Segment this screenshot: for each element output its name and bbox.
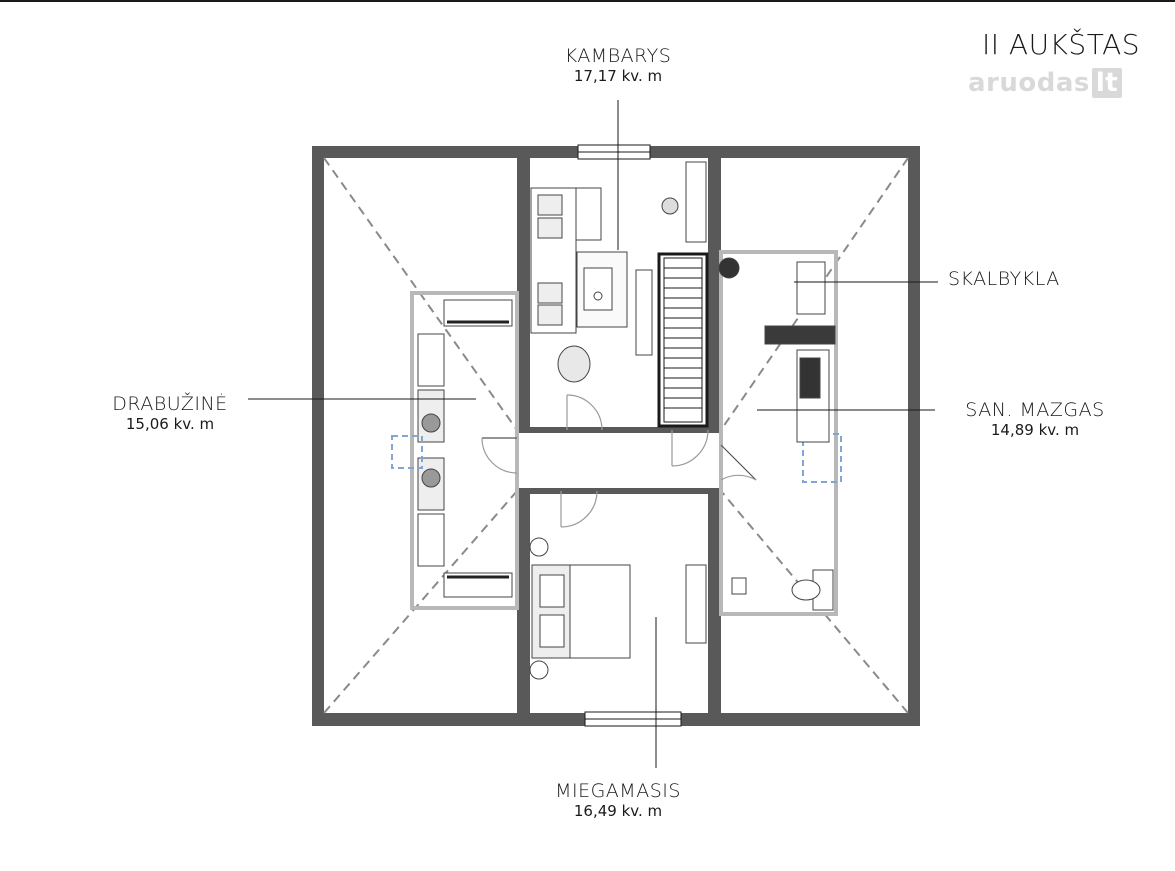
wardrobe-furniture [417, 299, 513, 598]
room-name: MIEGAMASIS [555, 780, 681, 802]
stairs [657, 252, 709, 428]
windows [577, 144, 682, 727]
room-label-kambarys: KAMBARYS 17,17 kv. m [518, 45, 718, 85]
living-room-furniture [530, 161, 740, 383]
corridor [517, 427, 721, 494]
room-label-san-mazgas: SAN. MAZGAS 14,89 kv. m [930, 399, 1140, 439]
leader-lines [248, 100, 938, 768]
bathroom-fixtures [731, 261, 836, 611]
room-area: 17,17 kv. m [573, 66, 663, 85]
bedroom-furniture [529, 537, 707, 680]
room-area: 14,89 kv. m [990, 420, 1080, 439]
room-area: 15,06 kv. m [125, 414, 215, 433]
room-name: SAN. MAZGAS [965, 399, 1105, 421]
floor-title: II AUKŠTAS [982, 28, 1141, 61]
top-border-line [0, 0, 1175, 2]
room-name: KAMBARYS [564, 45, 672, 67]
doors [481, 394, 757, 528]
room-name: SKALBYKLA [948, 268, 1060, 290]
room-label-skalbykla: SKALBYKLA [948, 268, 1060, 291]
room-label-miegamasis: MIEGAMASIS 16,49 kv. m [518, 780, 718, 820]
room-area: 16,49 kv. m [573, 801, 663, 820]
watermark-suffix: lt [1091, 68, 1123, 98]
room-label-drabuzine: DRABUŽINĖ 15,06 kv. m [70, 393, 270, 433]
room-name: DRABUŽINĖ [112, 393, 228, 415]
skylight-marks [391, 433, 842, 483]
watermark-brand: aruodas [968, 68, 1090, 98]
